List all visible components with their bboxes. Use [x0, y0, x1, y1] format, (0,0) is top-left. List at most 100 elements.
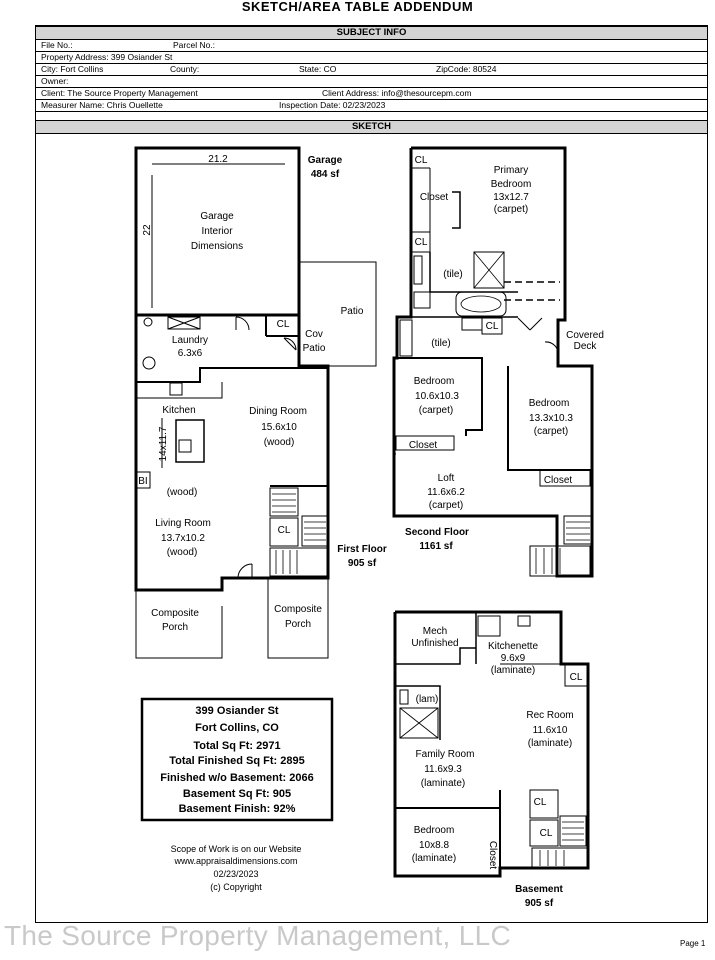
measurer-name: Measurer Name: Chris Ouellette	[41, 100, 163, 110]
city: City: Fort Collins	[41, 64, 104, 74]
summary-city: Fort Collins, CO	[195, 722, 279, 734]
bedroom1-label: Bedroom	[414, 376, 455, 387]
mech-unfinished: Unfinished	[411, 638, 458, 649]
subject-row-owner: Owner:	[36, 76, 707, 88]
basement-cl-2: CL	[534, 797, 547, 808]
subject-info-header: SUBJECT INFO	[36, 26, 707, 40]
bedroom1-floor: (carpet)	[419, 405, 453, 416]
second-floor-area: 1161 sf	[419, 541, 453, 552]
first-floor-label: First Floor	[337, 544, 387, 555]
subject-row-city: City: Fort Collins County: State: CO Zip…	[36, 64, 707, 76]
dining-floor: (wood)	[264, 437, 295, 448]
subject-row-client: Client: The Source Property Management C…	[36, 88, 707, 100]
bath-tile-1: (tile)	[443, 269, 462, 280]
rec-size: 11.6x10	[533, 725, 568, 736]
cov-patio-label-1: Cov	[305, 329, 323, 340]
primary-floor: (carpet)	[494, 204, 528, 215]
dining-size: 15.6x10	[261, 422, 297, 433]
basement-bedroom-label: Bedroom	[414, 825, 455, 836]
porch-left-1: Composite	[151, 608, 199, 619]
summary-finished-wo-basement: Finished w/o Basement: 2066	[160, 772, 313, 784]
client-address: Client Address: info@thesourcepm.com	[322, 88, 472, 98]
rec-floor: (laminate)	[528, 738, 572, 749]
scope-website: www.appraisaldimensions.com	[173, 856, 297, 866]
living-floor: (wood)	[167, 547, 198, 558]
garage-depth: 22	[142, 224, 153, 236]
basement-label: Basement	[515, 884, 563, 895]
kitchenette-floor: (laminate)	[491, 665, 535, 676]
watermark: The Source Property Management, LLC	[4, 920, 511, 951]
lam-label: (lam)	[416, 694, 439, 705]
subject-row-address: Property Address: 399 Osiander St	[36, 52, 707, 64]
addendum-frame: SUBJECT INFO File No.: Parcel No.: Prope…	[35, 25, 708, 923]
kitchen-label: Kitchen	[162, 405, 195, 416]
garage-label-2: Interior	[201, 226, 233, 237]
summary-total-finished: Total Finished Sq Ft: 2895	[169, 755, 304, 767]
family-label: Family Room	[416, 749, 475, 760]
bi-label: BI	[138, 476, 147, 487]
primary-label-2: Bedroom	[491, 179, 532, 190]
living-size: 13.7x10.2	[161, 533, 205, 544]
living-label: Living Room	[155, 518, 211, 529]
loft-floor: (carpet)	[429, 500, 463, 511]
basement-bedroom-size: 10x8.8	[419, 840, 449, 851]
laundry-size: 6.3x6	[178, 348, 203, 359]
primary-size: 13x12.7	[493, 192, 529, 203]
second-cl-2: CL	[415, 237, 428, 248]
zip-code: ZipCode: 80524	[436, 64, 497, 74]
covered-deck-1: Covered	[566, 330, 604, 341]
basement-cl-3: CL	[540, 828, 553, 839]
garage-area-label: Garage	[308, 155, 343, 166]
bedroom1-size: 10.6x10.3	[415, 391, 459, 402]
subject-row-file: File No.: Parcel No.:	[36, 40, 707, 52]
bedroom2-size: 13.3x10.3	[529, 413, 573, 424]
closet-2: Closet	[544, 475, 573, 486]
basement-area: 905 sf	[525, 898, 554, 909]
basement-cl-1: CL	[570, 672, 583, 683]
laundry-label: Laundry	[172, 335, 208, 346]
subject-row-measurer: Measurer Name: Chris Ouellette Inspectio…	[36, 100, 707, 112]
second-floor-label: Second Floor	[405, 527, 469, 538]
client: Client: The Source Property Management	[41, 88, 198, 98]
patio-label: Patio	[341, 306, 364, 317]
dining-label: Dining Room	[249, 406, 307, 417]
closet-1: Closet	[409, 440, 438, 451]
kitchenette-size: 9.6x9	[501, 653, 526, 664]
bedroom2-label: Bedroom	[529, 398, 570, 409]
first-floor-area: 905 sf	[348, 558, 377, 569]
owner: Owner:	[41, 76, 69, 86]
mech-label: Mech	[423, 626, 447, 637]
basement-bedroom-floor: (laminate)	[412, 853, 456, 864]
summary-address: 399 Osiander St	[195, 705, 278, 717]
summary-basement-finish: Basement Finish: 92%	[179, 803, 296, 815]
stair-closet: CL	[278, 525, 291, 536]
covered-deck-2: Deck	[574, 341, 598, 352]
garage-label-1: Garage	[200, 211, 234, 222]
summary-total: Total Sq Ft: 2971	[193, 740, 280, 752]
page-number: Page 1	[680, 939, 706, 948]
rec-label: Rec Room	[526, 710, 573, 721]
scope-copyright: (c) Copyright	[210, 882, 262, 892]
loft-size: 11.6x6.2	[427, 487, 465, 498]
loft-label: Loft	[438, 473, 455, 484]
second-cl-1: CL	[415, 155, 428, 166]
bedroom2-floor: (carpet)	[534, 426, 568, 437]
kitchen-floor: (wood)	[167, 487, 198, 498]
first-floor-closet: CL	[277, 319, 290, 330]
scope-line-1: Scope of Work is on our Website	[171, 844, 302, 854]
state: State: CO	[299, 64, 337, 74]
cov-patio-label-2: Patio	[303, 343, 326, 354]
island-size: 14x11.7	[158, 426, 169, 461]
sketch-header: SKETCH	[36, 120, 707, 134]
county: County:	[170, 64, 200, 74]
family-floor: (laminate)	[421, 778, 465, 789]
garage-area-value: 484 sf	[311, 169, 340, 180]
basement-closet: Closet	[487, 841, 498, 870]
parcel-no: Parcel No.:	[173, 40, 216, 50]
primary-label-1: Primary	[494, 165, 528, 176]
kitchenette-label: Kitchenette	[488, 641, 538, 652]
second-closet: Closet	[420, 192, 449, 203]
bath-tile-2: (tile)	[431, 338, 450, 349]
scope-date: 02/23/2023	[213, 869, 258, 879]
